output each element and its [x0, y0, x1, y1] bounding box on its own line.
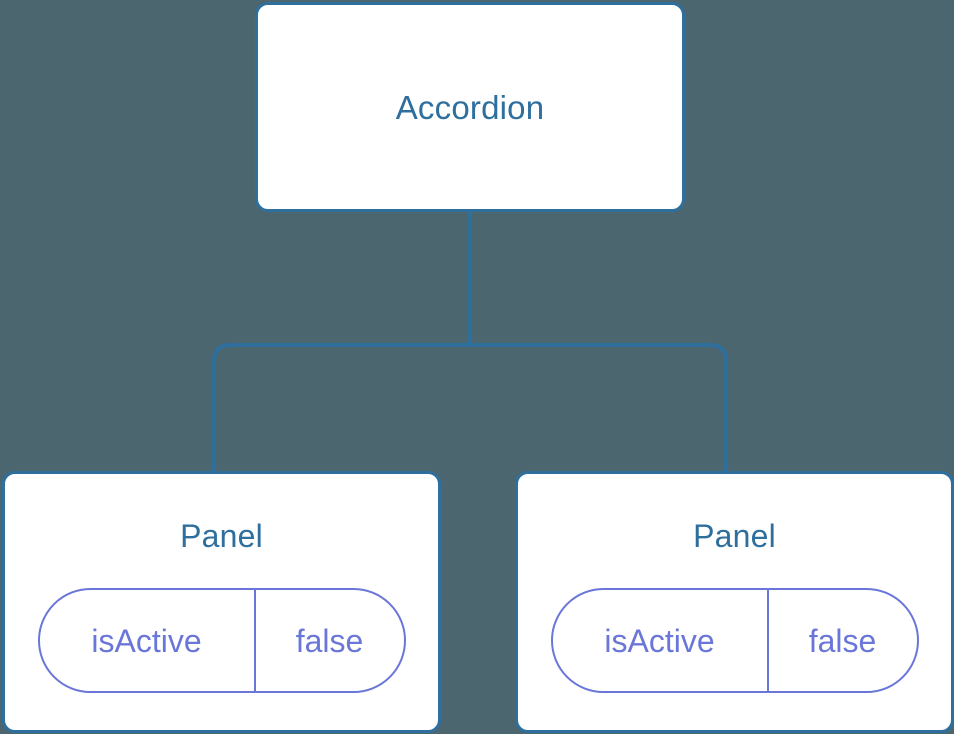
node-panel-1-prop-value: false	[295, 622, 364, 659]
node-panel-2-label: Panel	[693, 518, 776, 554]
node-panel-1-prop-key: isActive	[40, 590, 256, 691]
node-panel-2[interactable]: Panel isActive false	[515, 471, 954, 733]
node-accordion-label: Accordion	[395, 88, 545, 126]
node-panel-1-prop-pill[interactable]: isActive false	[37, 588, 406, 693]
node-panel-1[interactable]: Panel isActive false	[2, 471, 441, 733]
node-panel-2-prop-value: false	[808, 622, 877, 659]
node-panel-2-prop-key: isActive	[553, 590, 769, 691]
node-panel-1-label: Panel	[180, 518, 263, 554]
node-accordion[interactable]: Accordion	[255, 2, 685, 212]
edge-to-panel-left	[212, 343, 470, 473]
edge-to-panel-right	[470, 343, 728, 473]
node-panel-2-prop-pill[interactable]: isActive false	[550, 588, 919, 693]
